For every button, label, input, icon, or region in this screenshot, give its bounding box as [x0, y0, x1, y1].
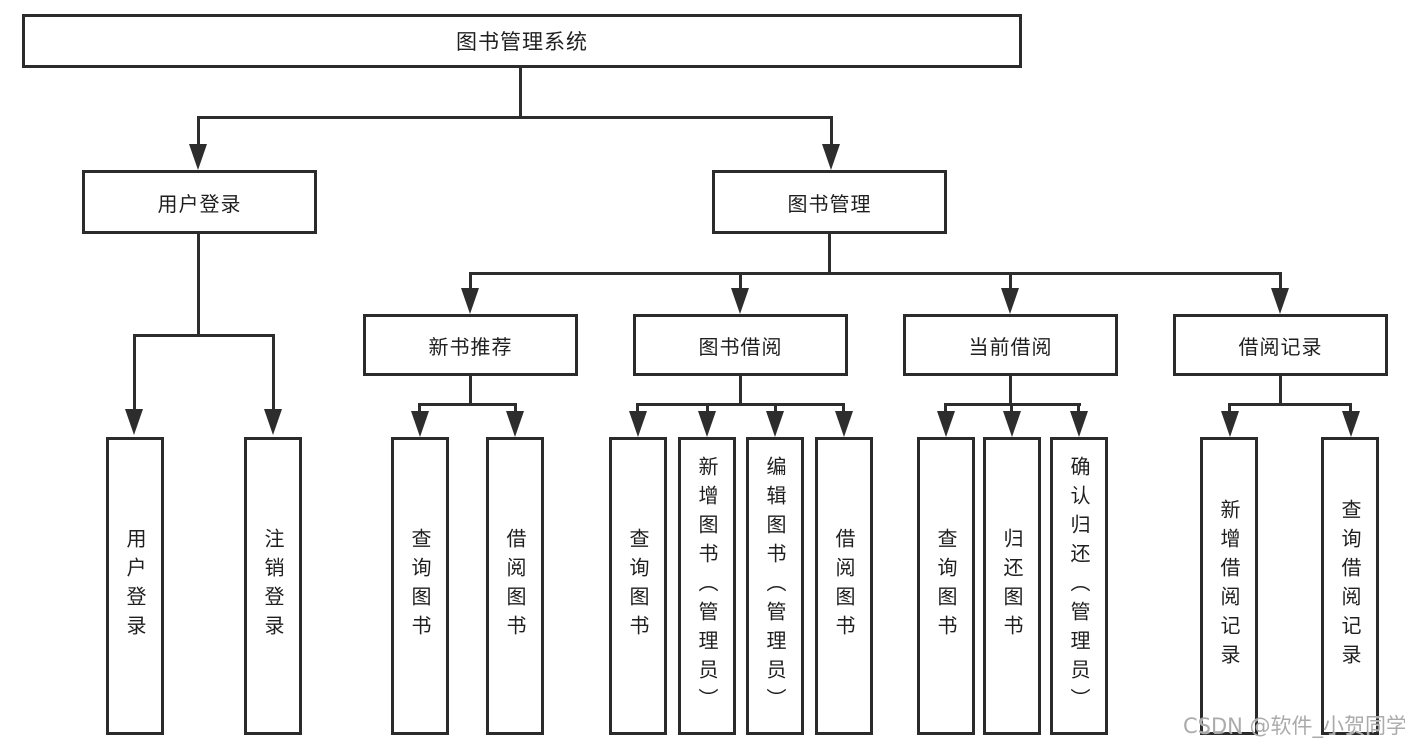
node-borrowing-records: 借阅记录	[1173, 314, 1388, 376]
connector-g2-arrow-shaft-1	[636, 403, 639, 413]
leaf-query-borrow-record-label: 查询借阅记录	[1338, 499, 1362, 673]
connector-g2-arrow-shaft-2	[706, 403, 709, 413]
node-new-book-recommend-label: 新书推荐	[428, 334, 513, 359]
arrow-down-icon	[264, 409, 282, 435]
leaf-query-books-borrowing: 查询图书	[609, 437, 667, 735]
connector-g3-arrow-shaft-1	[944, 403, 947, 413]
arrow-down-icon	[698, 411, 716, 437]
leaf-borrow-books-recommend-label: 借阅图书	[503, 528, 527, 644]
leaf-confirm-return-admin: 确认归还（管理员）	[1050, 437, 1108, 735]
root-node-label: 图书管理系统	[456, 30, 588, 54]
connector-g1-arrow-shaft-2	[514, 403, 517, 413]
leaf-user-login: 用户登录	[106, 437, 164, 735]
leaf-logout-label: 注销登录	[261, 528, 285, 644]
node-book-borrowing: 图书借阅	[633, 314, 848, 376]
connector-g2-arrow-shaft-3	[774, 403, 777, 413]
leaf-return-books-label: 归还图书	[1000, 528, 1024, 644]
node-borrowing-records-label: 借阅记录	[1238, 334, 1323, 359]
node-book-management: 图书管理	[712, 170, 947, 234]
node-current-borrowing: 当前借阅	[903, 314, 1118, 376]
connector-g4-branch	[1228, 403, 1352, 406]
leaf-query-borrow-record: 查询借阅记录	[1321, 437, 1379, 735]
node-user-login-label: 用户登录	[157, 191, 242, 216]
arrow-down-icon	[1070, 411, 1088, 437]
leaf-edit-books-admin-label: 编辑图书（管理员）	[763, 455, 787, 717]
connector-arrow-shaft-new-books	[469, 272, 472, 290]
connector-user-login-branch	[133, 334, 275, 337]
leaf-add-books-admin: 新增图书（管理员）	[678, 437, 736, 735]
leaf-query-books-current: 查询图书	[917, 437, 975, 735]
leaf-borrow-books-borrowing-label: 借阅图书	[832, 528, 856, 644]
leaf-borrow-books-borrowing: 借阅图书	[815, 437, 873, 735]
arrow-down-icon	[125, 409, 143, 435]
connector-root-branch	[197, 116, 833, 119]
connector-arrow-shaft-leaf-login	[133, 334, 136, 411]
leaf-return-books: 归还图书	[983, 437, 1041, 735]
connector-arrow-shaft-current-borrow	[1009, 272, 1012, 290]
connector-g3-arrow-shaft-2	[1010, 403, 1013, 413]
connector-book-mgmt-branch	[469, 272, 1282, 275]
arrow-down-icon	[766, 411, 784, 437]
connector-g3-arrow-shaft-3	[1077, 403, 1080, 413]
leaf-query-books-recommend: 查询图书	[391, 437, 449, 735]
connector-g1-arrow-shaft-1	[418, 403, 421, 413]
connector-g4-stem	[1279, 376, 1282, 405]
arrow-down-icon	[731, 288, 749, 314]
leaf-add-books-admin-label: 新增图书（管理员）	[695, 455, 719, 717]
connector-arrow-shaft-book-mgmt	[830, 116, 833, 146]
node-book-management-label: 图书管理	[787, 191, 872, 216]
connector-g4-arrow-shaft-1	[1228, 403, 1231, 413]
connector-user-login-stem	[197, 234, 200, 336]
leaf-borrow-books-recommend: 借阅图书	[486, 437, 544, 735]
root-node-book-management-system: 图书管理系统	[22, 14, 1022, 68]
arrow-down-icon	[629, 411, 647, 437]
connector-g4-arrow-shaft-2	[1349, 403, 1352, 413]
arrow-down-icon	[506, 411, 524, 437]
node-book-borrowing-label: 图书借阅	[698, 334, 783, 359]
arrow-down-icon	[937, 411, 955, 437]
arrow-down-icon	[189, 144, 207, 170]
arrow-down-icon	[1001, 288, 1019, 314]
leaf-add-borrow-record-label: 新增借阅记录	[1217, 499, 1241, 673]
arrow-down-icon	[1221, 411, 1239, 437]
arrow-down-icon	[411, 411, 429, 437]
connector-arrow-shaft-borrow-records	[1279, 272, 1282, 290]
leaf-query-books-borrowing-label: 查询图书	[626, 528, 650, 644]
connector-g2-stem	[739, 376, 742, 405]
node-current-borrowing-label: 当前借阅	[968, 334, 1053, 359]
leaf-edit-books-admin: 编辑图书（管理员）	[746, 437, 804, 735]
connector-book-mgmt-stem	[828, 234, 831, 275]
arrow-down-icon	[1003, 411, 1021, 437]
arrow-down-icon	[461, 288, 479, 314]
csdn-watermark: CSDN @软件_小贺同学	[1183, 714, 1405, 738]
connector-arrow-shaft-user-login	[197, 116, 200, 146]
leaf-query-books-current-label: 查询图书	[934, 528, 958, 644]
leaf-query-books-recommend-label: 查询图书	[408, 528, 432, 644]
connector-g2-arrow-shaft-4	[842, 403, 845, 413]
leaf-logout: 注销登录	[244, 437, 302, 735]
arrow-down-icon	[822, 144, 840, 170]
connector-g3-stem	[1009, 376, 1012, 405]
connector-arrow-shaft-book-borrow	[739, 272, 742, 290]
leaf-user-login-label: 用户登录	[123, 528, 147, 644]
arrow-down-icon	[1342, 411, 1360, 437]
connector-g1-stem	[469, 376, 472, 405]
connector-g1-branch	[418, 403, 517, 406]
node-new-book-recommend: 新书推荐	[363, 314, 578, 376]
arrow-down-icon	[1271, 288, 1289, 314]
leaf-add-borrow-record: 新增借阅记录	[1200, 437, 1258, 735]
arrow-down-icon	[835, 411, 853, 437]
node-user-login: 用户登录	[82, 170, 317, 234]
leaf-confirm-return-admin-label: 确认归还（管理员）	[1067, 455, 1091, 717]
connector-arrow-shaft-leaf-logout	[272, 334, 275, 411]
connector-root-stem	[519, 66, 522, 119]
connector-g2-branch	[636, 403, 845, 406]
